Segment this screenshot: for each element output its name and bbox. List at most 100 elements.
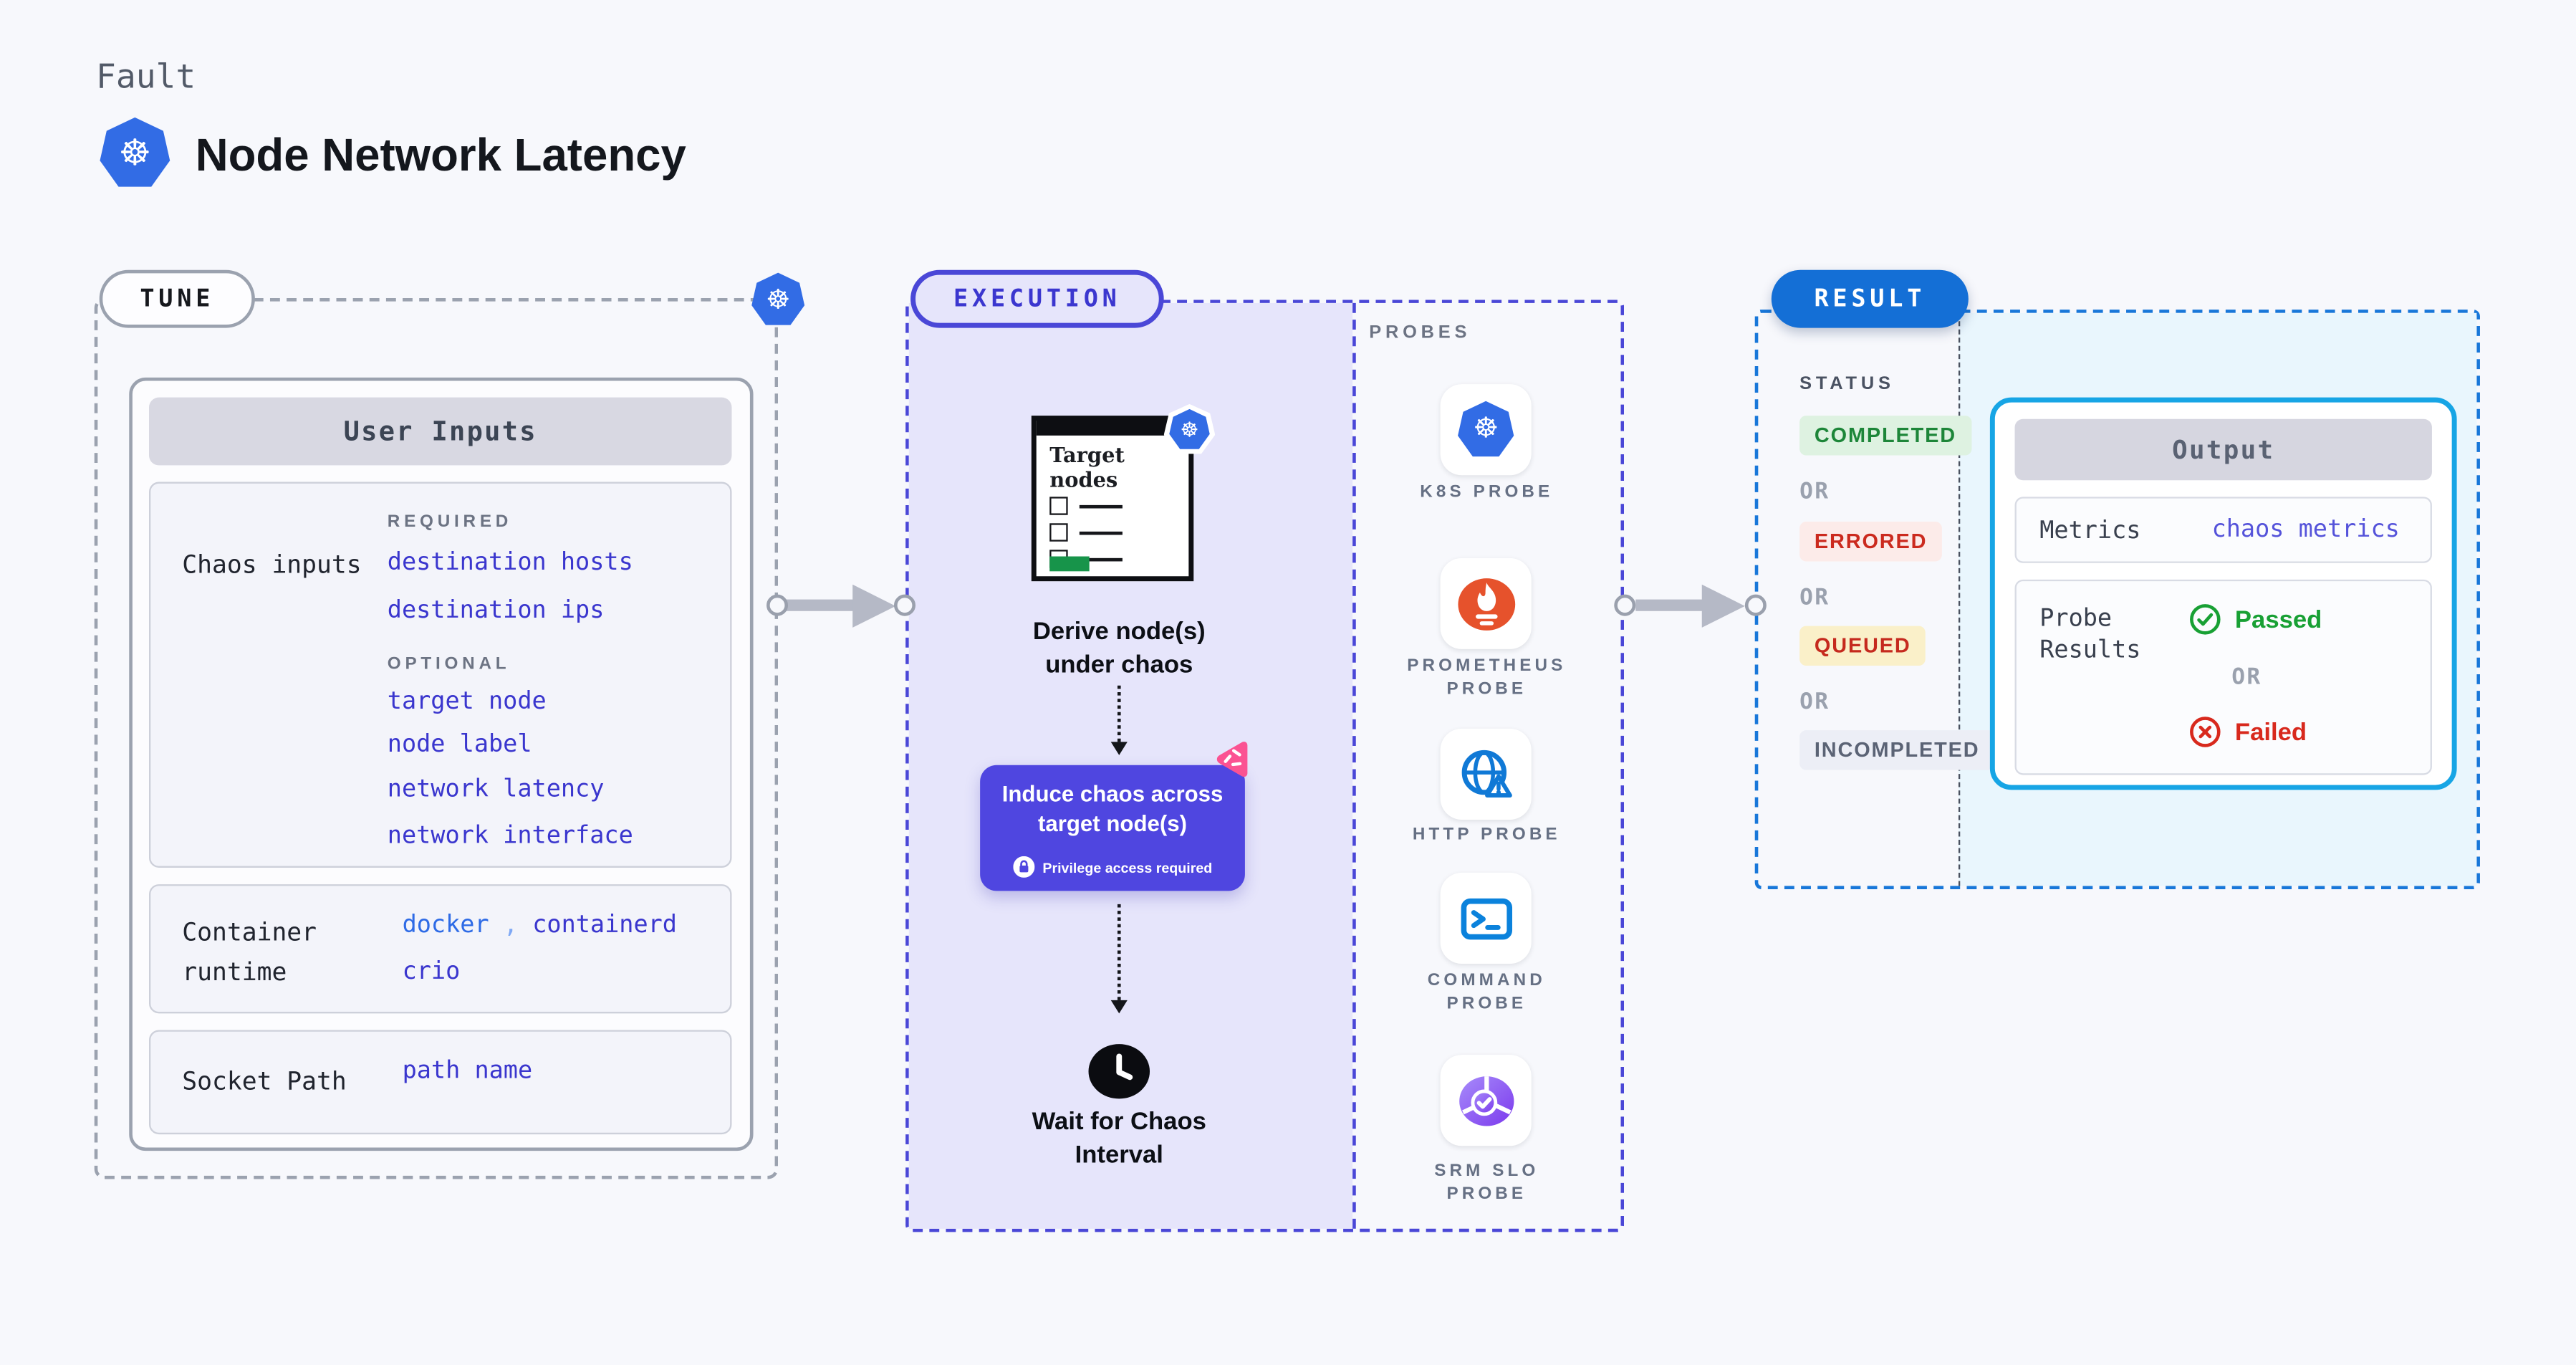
input-link-network-latency: network latency (387, 776, 605, 803)
induce-chaos-caption: Induce chaos across target node(s) (1001, 781, 1224, 835)
kubernetes-badge-ring: ☸ (1163, 403, 1216, 454)
status-badge-queued: QUEUED (1799, 626, 1926, 666)
input-link-destination-ips: destination ips (387, 598, 605, 625)
prometheus-icon (1457, 577, 1515, 630)
metrics-label: Metrics (2039, 518, 2141, 545)
list-line (1079, 530, 1123, 535)
privilege-note: Privilege access required (1042, 858, 1213, 876)
metrics-row: Metrics chaos metrics (2014, 497, 2432, 563)
status-column-label: STATUS (1799, 374, 1895, 395)
socket-path-value: path name (402, 1058, 533, 1085)
wait-chaos-caption: Wait for Chaos Interval (1032, 1108, 1206, 1169)
kubernetes-wheel-glyph: ☸ (1474, 408, 1497, 450)
clock-icon (1088, 1044, 1150, 1099)
runtime-value-docker: docker (402, 912, 489, 939)
probe-results-label: Probe Results (2039, 605, 2141, 664)
kubernetes-icon: ☸ (1169, 408, 1210, 449)
failed-label: Failed (2234, 717, 2307, 747)
derive-nodes-caption: Derive node(s) under chaos (1032, 618, 1206, 679)
socket-path-label: Socket Path (182, 1066, 347, 1096)
or-separator: OR (1799, 689, 1830, 716)
dotted-arrowhead (1110, 1000, 1128, 1014)
runtime-separator: , (503, 912, 519, 939)
kubernetes-wheel-glyph: ☸ (1181, 413, 1198, 445)
lock-icon (1012, 856, 1034, 878)
or-separator: OR (1799, 584, 1830, 611)
connector-dot (1614, 594, 1636, 616)
target-nodes-window: Target nodes (1031, 416, 1194, 582)
check-circle-icon (2190, 604, 2221, 635)
probe-card-k8s: ☸ (1440, 384, 1532, 476)
connector-dot (1744, 594, 1767, 616)
dotted-connector (1117, 904, 1121, 1000)
connector-dot (893, 594, 916, 616)
passed-row: Passed (2188, 603, 2322, 636)
window-titlebar (1036, 421, 1189, 436)
progress-bar (1049, 556, 1090, 572)
probes-column-label: PROBES (1369, 322, 1471, 343)
probe-card-http (1440, 728, 1532, 820)
container-runtime-row: Container runtime docker , containerd cr… (148, 884, 732, 1014)
result-section-frame: STATUS COMPLETED OR ERRORED OR QUEUED OR… (1754, 310, 2480, 890)
connector-dot (766, 594, 789, 616)
flow-arrowhead (852, 584, 896, 628)
kubernetes-icon: ☸ (1458, 401, 1514, 457)
input-link-node-label: node label (387, 732, 532, 759)
input-link-target-node: target node (387, 689, 547, 716)
container-runtime-label: Container runtime (182, 917, 317, 987)
or-separator: OR (2231, 664, 2262, 691)
slo-pie-check-icon (1458, 1076, 1514, 1126)
passed-label: Passed (2234, 605, 2322, 633)
tune-section-pill: TUNE (99, 269, 255, 328)
target-nodes-title: Target nodes (1049, 442, 1125, 492)
checkbox-icon (1049, 497, 1068, 515)
status-badge-errored: ERRORED (1799, 521, 1943, 562)
metrics-value-link: chaos metrics (2211, 517, 2400, 544)
probe-label-http: HTTP PROBE (1412, 824, 1561, 845)
failed-row: Failed (2188, 715, 2307, 748)
kubernetes-wheel-glyph: ☸ (767, 279, 789, 320)
user-inputs-header: User Inputs (148, 397, 732, 466)
x-circle-icon (2190, 717, 2221, 747)
input-link-network-interface: network interface (387, 823, 633, 850)
tune-section-frame (94, 297, 779, 1179)
flow-arrow-execution-to-result (1635, 599, 1709, 611)
probe-results-row: Probe Results Passed OR Failed (2014, 579, 2432, 775)
probe-card-command (1440, 872, 1532, 964)
socket-path-row: Socket Path path name (148, 1030, 732, 1135)
dotted-connector (1117, 685, 1121, 742)
chaos-faults-pink-icon (1216, 742, 1248, 777)
probe-label-k8s: K8S PROBE (1420, 482, 1554, 502)
dotted-arrowhead (1110, 742, 1128, 755)
result-section-pill: RESULT (1771, 269, 1969, 328)
or-separator: OR (1799, 478, 1830, 505)
kubernetes-icon: ☸ (100, 117, 170, 187)
probe-card-prometheus (1440, 557, 1532, 649)
probe-label-prometheus: PROMETHEUS PROBE (1407, 656, 1567, 699)
flow-arrow-tune-to-execution (784, 599, 858, 611)
kubernetes-wheel-glyph: ☸ (120, 125, 149, 181)
probes-divider (1352, 302, 1356, 1229)
node-checklist (1049, 497, 1123, 576)
execution-section-pill: EXECUTION (910, 269, 1164, 328)
globe-warning-icon (1461, 749, 1512, 797)
result-label: RESULT (1814, 285, 1926, 312)
runtime-value-crio: crio (402, 959, 461, 986)
runtime-value-containerd: containerd (532, 912, 678, 939)
probe-card-srm-slo (1440, 1055, 1532, 1146)
page-title: Node Network Latency (195, 129, 686, 181)
kubernetes-icon: ☸ (751, 272, 805, 325)
terminal-icon (1460, 897, 1512, 939)
user-inputs-card: User Inputs Chaos inputs REQUIRED destin… (129, 377, 754, 1151)
probe-label-command: COMMAND PROBE (1427, 970, 1546, 1014)
probe-label-srm-slo: SRM SLO PROBE (1434, 1161, 1539, 1204)
output-card: Output Metrics chaos metrics Probe Resul… (1989, 397, 2457, 790)
flow-arrowhead (1701, 584, 1745, 628)
chaos-inputs-row: Chaos inputs REQUIRED destination hosts … (148, 482, 732, 868)
list-line (1079, 504, 1123, 508)
checkbox-icon (1049, 523, 1068, 542)
chaos-inputs-label: Chaos inputs (182, 550, 362, 580)
optional-tag: OPTIONAL (387, 653, 511, 674)
status-output-divider (1958, 312, 1961, 886)
